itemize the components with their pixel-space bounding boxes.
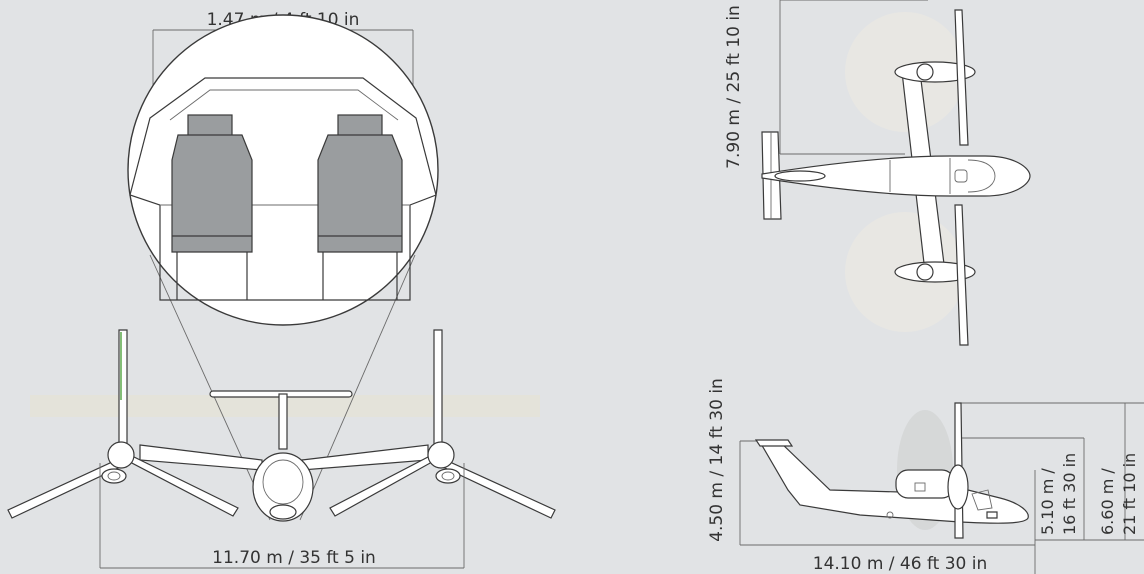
height-label: 4.50 m / 14 ft 30 in <box>707 378 727 542</box>
tail <box>209 390 353 450</box>
span-bracket <box>99 463 465 569</box>
fuselage-top <box>761 155 1031 197</box>
zoom-line-right <box>299 254 416 521</box>
seat-left <box>171 114 253 300</box>
rotor-height-b-line2: 21 ft 10 in <box>1120 453 1139 535</box>
top-span-bracket <box>779 0 928 155</box>
fuselage-front <box>252 452 314 522</box>
cabin-zoom-circle <box>127 14 439 326</box>
rotor-height-a-line2: 16 ft 30 in <box>1060 453 1079 535</box>
rotor-height-brackets <box>955 402 1144 541</box>
rotor-height-a-line1: 5.10 m / <box>1038 468 1057 535</box>
fuselage-side <box>754 439 1029 524</box>
rotor-left <box>7 329 239 519</box>
wingspan-label: 11.70 m / 35 ft 5 in <box>212 548 376 568</box>
rotor-side <box>947 402 969 539</box>
nacelle-top-upper <box>894 9 976 146</box>
rotor-right <box>329 329 556 519</box>
front-view: 1.47 m / 4 ft 10 in <box>7 10 556 569</box>
nacelle-top-lower <box>894 204 976 346</box>
wing-left <box>139 444 263 471</box>
side-view: 4.50 m / 14 ft 30 in 14.10 m / 46 ft 30 … <box>707 378 1144 574</box>
top-view: 7.90 m / 25 ft 10 in <box>724 0 1031 346</box>
zoom-line-left <box>149 254 271 521</box>
top-span-label: 7.90 m / 25 ft 10 in <box>724 5 744 169</box>
length-label: 14.10 m / 46 ft 30 in <box>813 554 988 574</box>
seat-right <box>317 114 403 300</box>
rotor-height-b-line1: 6.60 m / <box>1098 468 1117 535</box>
